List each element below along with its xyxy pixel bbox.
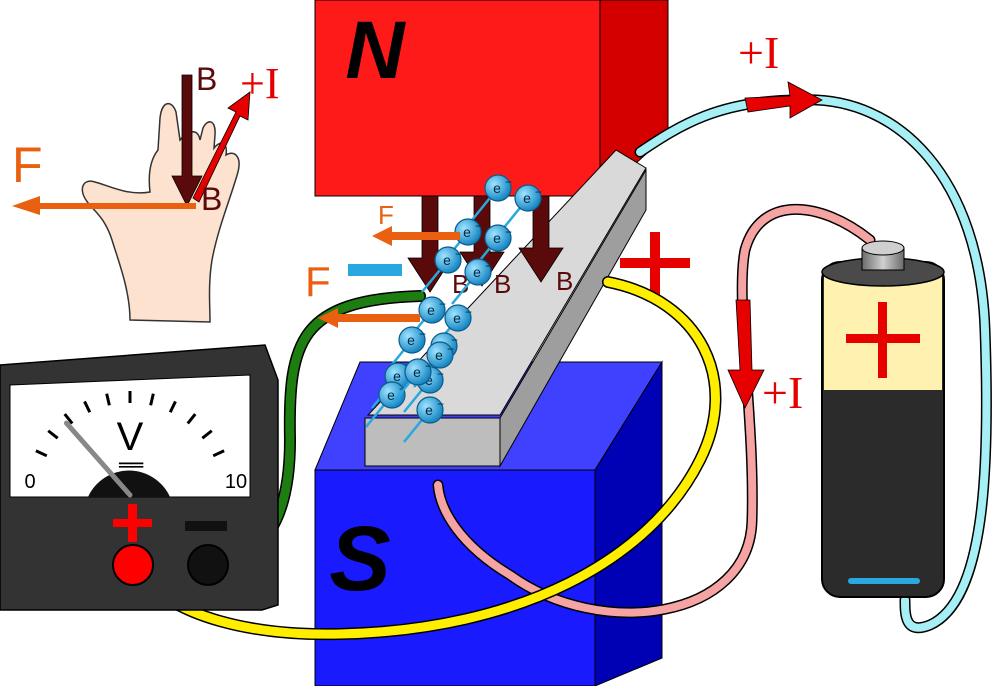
- electron-charge: −: [465, 305, 472, 319]
- hand-field-label-bottom: B: [201, 181, 222, 217]
- force-f-label-small: F: [378, 200, 394, 230]
- magnet-north-label: N: [345, 5, 406, 96]
- field-b-label-2: B: [494, 269, 511, 299]
- hand-current-label: +I: [240, 59, 279, 108]
- electron-label: e: [435, 347, 443, 363]
- electron-charge: −: [437, 397, 444, 411]
- electron-charge: −: [439, 297, 446, 311]
- electron-label: e: [427, 302, 435, 318]
- electron-charge: −: [425, 359, 432, 373]
- current-arrow-top: [745, 82, 822, 118]
- hand-field-label-top: B: [196, 61, 217, 97]
- force-f-label-conductor: F: [305, 258, 331, 305]
- current-label-right: +I: [762, 367, 803, 418]
- electron-charge: −: [447, 342, 454, 356]
- electron-charge: −: [505, 225, 512, 239]
- electron-label: e: [493, 230, 501, 246]
- electron-label: e: [425, 402, 433, 418]
- hand-force-label: F: [12, 137, 43, 193]
- electron-label: e: [413, 364, 421, 380]
- electron-charge: −: [485, 259, 492, 273]
- current-label-top: +I: [738, 27, 779, 78]
- conductor-minus-sign: [348, 264, 402, 276]
- battery: [822, 241, 944, 597]
- electron-charge: −: [455, 247, 462, 261]
- electron-label: e: [453, 310, 461, 326]
- current-arrow-pink-wire: [728, 300, 764, 408]
- voltmeter-minus-label: [185, 521, 227, 531]
- electron-label: e: [443, 252, 451, 268]
- electron-charge: −: [419, 327, 426, 341]
- voltmeter-positive-terminal[interactable]: [113, 545, 153, 585]
- electron-label: e: [523, 190, 531, 206]
- voltmeter-dc-symbol: ══: [118, 453, 144, 477]
- electron-label: e: [463, 224, 471, 240]
- electron-charge: −: [437, 367, 444, 381]
- field-b-label-3: B: [556, 266, 573, 296]
- electron-label: e: [493, 180, 501, 196]
- voltmeter-scale-min: 0: [24, 471, 35, 493]
- electron-label: e: [407, 332, 415, 348]
- electron-label: e: [473, 264, 481, 280]
- electron-charge: −: [475, 219, 482, 233]
- electron-charge: −: [505, 175, 512, 189]
- electron-charge: −: [535, 185, 542, 199]
- magnet-south-label: S: [329, 508, 390, 610]
- voltmeter-negative-terminal[interactable]: [188, 545, 228, 585]
- voltmeter-scale-max: 10: [225, 471, 247, 493]
